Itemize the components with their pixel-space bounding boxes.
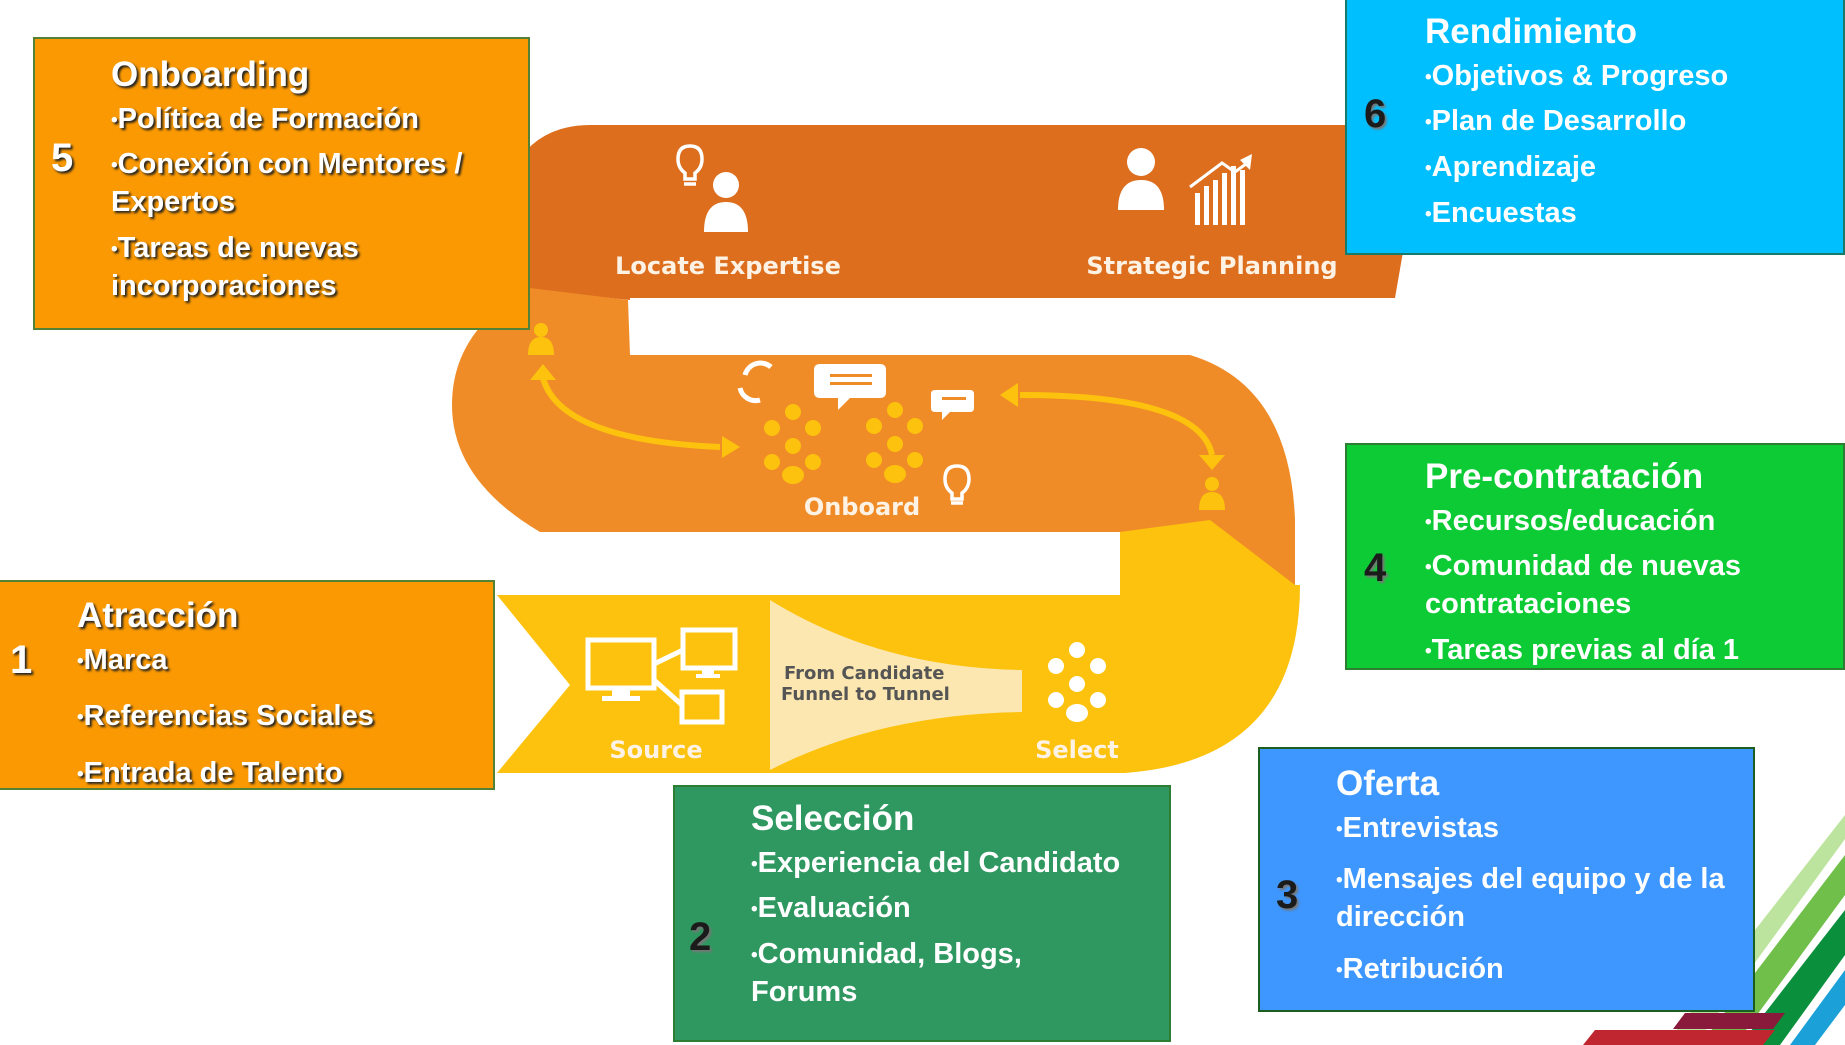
step-number: 1 (10, 638, 33, 682)
group-icon (764, 404, 821, 484)
stage-label-strategic-planning: Strategic Planning (1086, 252, 1337, 280)
person-icon (528, 323, 554, 355)
precontratacion-box: 4 Pre-contratación Recursos/educación Co… (1345, 443, 1845, 670)
box-title: Pre-contratación (1425, 457, 1704, 496)
stage-label-source: Source (609, 736, 702, 764)
box-title: Selección (751, 799, 915, 838)
stage-label-select: Select (1035, 736, 1119, 764)
onboarding-box: 5 Onboarding Política de Formación Conex… (33, 37, 530, 330)
step-number: 2 (689, 915, 712, 959)
stage-label-onboard: Onboard (804, 493, 920, 521)
list-item: Retribución (1336, 951, 1736, 989)
step-number: 6 (1364, 92, 1387, 136)
list-item: Referencias Sociales (77, 698, 477, 736)
path-top-band (515, 125, 1425, 300)
arrowhead-icon (1199, 455, 1225, 470)
atraccion-box: 1 Atracción Marca Referencias Sociales E… (0, 580, 495, 790)
list-item: Recursos/educación (1425, 503, 1825, 541)
oferta-box: 3 Oferta Entrevistas Mensajes del equipo… (1258, 747, 1755, 1012)
lightbulb-icon (676, 144, 704, 186)
step-number: 4 (1364, 546, 1387, 590)
rendimiento-box: 6 Rendimiento Objetivos & Progreso Plan … (1345, 0, 1845, 255)
box-title: Oferta (1336, 764, 1440, 803)
list-item: Evaluación (751, 890, 1131, 928)
list-item: Comunidad, Blogs, Forums (751, 936, 1131, 1011)
step-number: 3 (1276, 873, 1299, 917)
arrowhead-icon (1000, 383, 1018, 407)
computer-stand-icon (602, 668, 720, 701)
arrowhead-icon (530, 364, 556, 380)
computer-network-icon (585, 627, 738, 725)
person-icon (704, 172, 748, 232)
list-item: Conexión con Mentores / Expertos (111, 146, 511, 221)
list-item: Entrevistas (1336, 810, 1736, 848)
box-title: Rendimiento (1425, 12, 1637, 51)
funnel-label-line1: From Candidate (784, 663, 944, 684)
list-item: Marca (77, 642, 477, 680)
lightbulb-icon (943, 464, 971, 505)
step-number: 5 (51, 136, 74, 180)
person-icon (1118, 148, 1164, 210)
list-item: Objetivos & Progreso (1425, 58, 1825, 96)
left-arrow-icon (540, 377, 721, 450)
list-item: Experiencia del Candidato (751, 845, 1131, 883)
box-title: Onboarding (111, 55, 310, 94)
list-item: Tareas de nuevas incorporaciones (111, 230, 511, 305)
right-arrow-icon (1019, 392, 1215, 456)
list-item: Tareas previas al día 1 (1425, 632, 1825, 670)
chat-bubble-icon (931, 390, 974, 420)
list-item: Aprendizaje (1425, 149, 1825, 187)
list-item: Encuestas (1425, 195, 1825, 233)
list-item: Política de Formación (111, 101, 511, 139)
box-title: Atracción (77, 596, 239, 635)
refresh-icon (737, 360, 773, 404)
path-middle-band (452, 288, 1295, 585)
list-item: Plan de Desarrollo (1425, 103, 1825, 141)
chat-bubble-icon (814, 364, 886, 410)
funnel-shape (770, 600, 1022, 770)
arrowhead-icon (722, 436, 740, 458)
group-icon (1048, 642, 1106, 722)
seleccion-box: 2 Selección Experiencia del Candidato Ev… (673, 785, 1171, 1042)
funnel-label-line2: Funnel to Tunnel (781, 684, 950, 705)
list-item: Comunidad de nuevas contrataciones (1425, 548, 1825, 623)
stage-label-locate-expertise: Locate Expertise (615, 252, 841, 280)
group-icon (866, 402, 923, 483)
list-item: Entrada de Talento (77, 755, 477, 793)
person-icon (1199, 477, 1225, 510)
path-bottom-band (497, 520, 1300, 773)
list-item: Mensajes del equipo y de la dirección (1336, 861, 1736, 936)
growth-chart-icon (1189, 154, 1252, 225)
